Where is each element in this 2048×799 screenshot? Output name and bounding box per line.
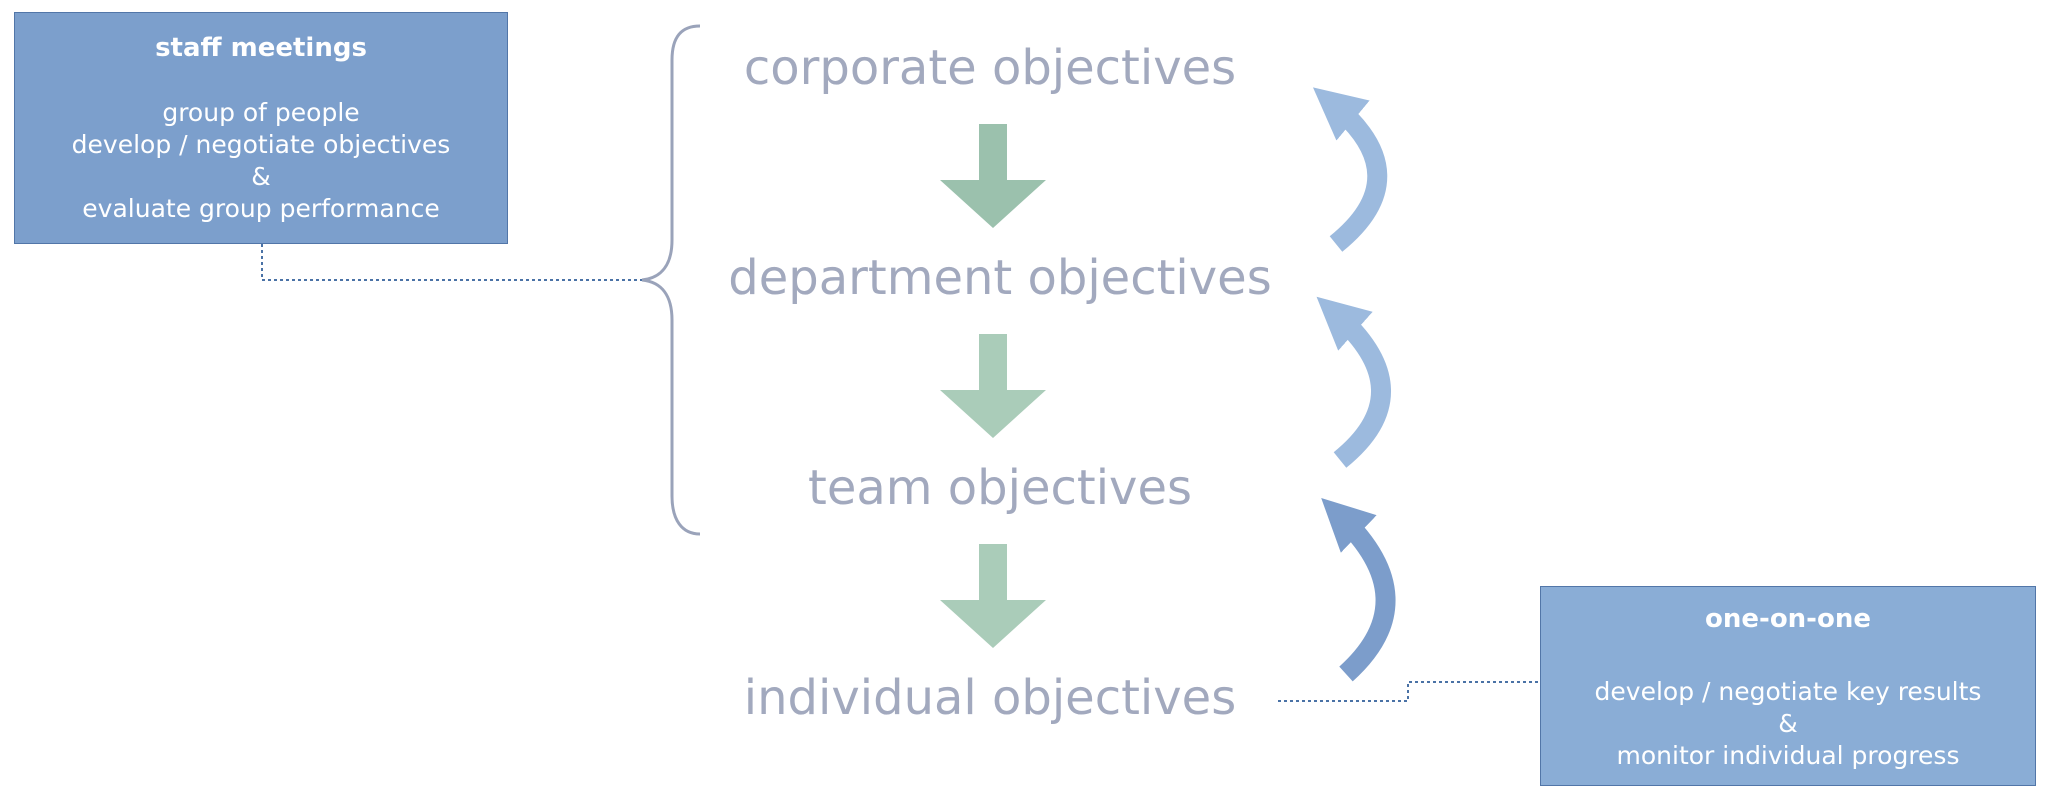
one-on-one-box: one-on-one develop / negotiate key resul… (1540, 586, 2036, 786)
team-objectives-label: team objectives (808, 460, 1192, 516)
staff-meetings-box: staff meetings group of people develop /… (14, 12, 508, 244)
individual-objectives-label: individual objectives (743, 670, 1237, 726)
one-on-one-title: one-on-one (1705, 604, 1871, 634)
up-arrow-individual-to-team (1321, 498, 1396, 682)
down-arrow-corporate-to-department (940, 124, 1046, 228)
staff-meetings-line: group of people (162, 98, 360, 127)
staff-meetings-connector (261, 244, 642, 281)
staff-meetings-line: & (251, 162, 271, 191)
staff-meetings-line: evaluate group performance (82, 194, 440, 223)
department-objectives-label: department objectives (728, 250, 1272, 306)
staff-meetings-line: develop / negotiate objectives (71, 130, 451, 159)
down-arrow-department-to-team (940, 334, 1046, 438)
one-on-one-line: develop / negotiate key results (1594, 677, 1982, 706)
staff-meetings-title: staff meetings (155, 33, 367, 63)
up-arrow-team-to-department (1316, 296, 1391, 468)
one-on-one-line: & (1778, 709, 1798, 738)
one-on-one-line: monitor individual progress (1616, 741, 1960, 770)
corporate-objectives-label: corporate objectives (743, 40, 1237, 96)
one-on-one-connector (1278, 681, 1540, 702)
up-arrow-department-to-corporate (1312, 87, 1388, 252)
down-arrow-team-to-individual (940, 544, 1046, 648)
grouping-brace (641, 24, 701, 536)
